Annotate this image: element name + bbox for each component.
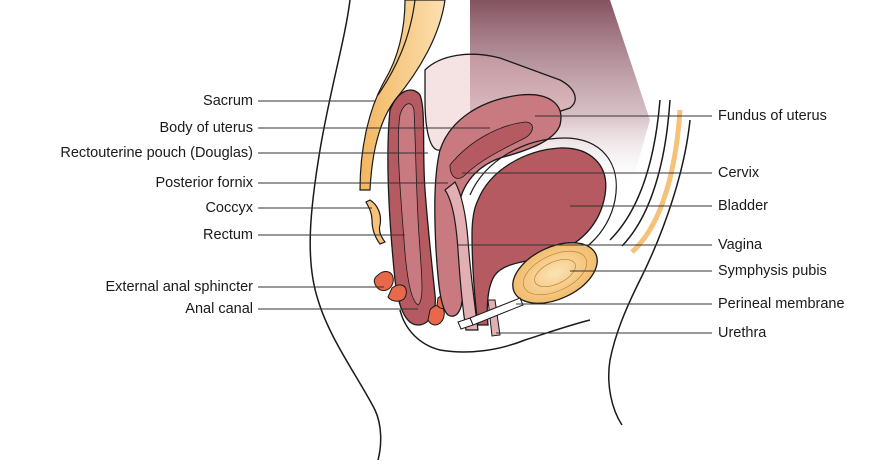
ext-sphincter-1: [374, 271, 393, 290]
coccyx-shape: [366, 200, 385, 244]
label-rectum: Rectum: [203, 226, 253, 244]
label-sacrum: Sacrum: [203, 92, 253, 110]
label-fundus-of-uterus: Fundus of uterus: [718, 107, 827, 125]
label-external-anal-sphincter: External anal sphincter: [106, 278, 254, 296]
label-vagina: Vagina: [718, 236, 762, 254]
label-anal-canal: Anal canal: [185, 300, 253, 318]
label-rectouterine-pouch: Rectouterine pouch (Douglas): [60, 144, 253, 162]
label-coccyx: Coccyx: [205, 199, 253, 217]
back-outline: [310, 0, 381, 460]
label-symphysis-pubis: Symphysis pubis: [718, 262, 827, 280]
label-posterior-fornix: Posterior fornix: [155, 174, 253, 192]
label-urethra: Urethra: [718, 324, 766, 342]
label-perineal-membrane: Perineal membrane: [718, 295, 845, 313]
label-bladder: Bladder: [718, 197, 768, 215]
label-body-of-uterus: Body of uterus: [160, 119, 254, 137]
label-cervix: Cervix: [718, 164, 759, 182]
